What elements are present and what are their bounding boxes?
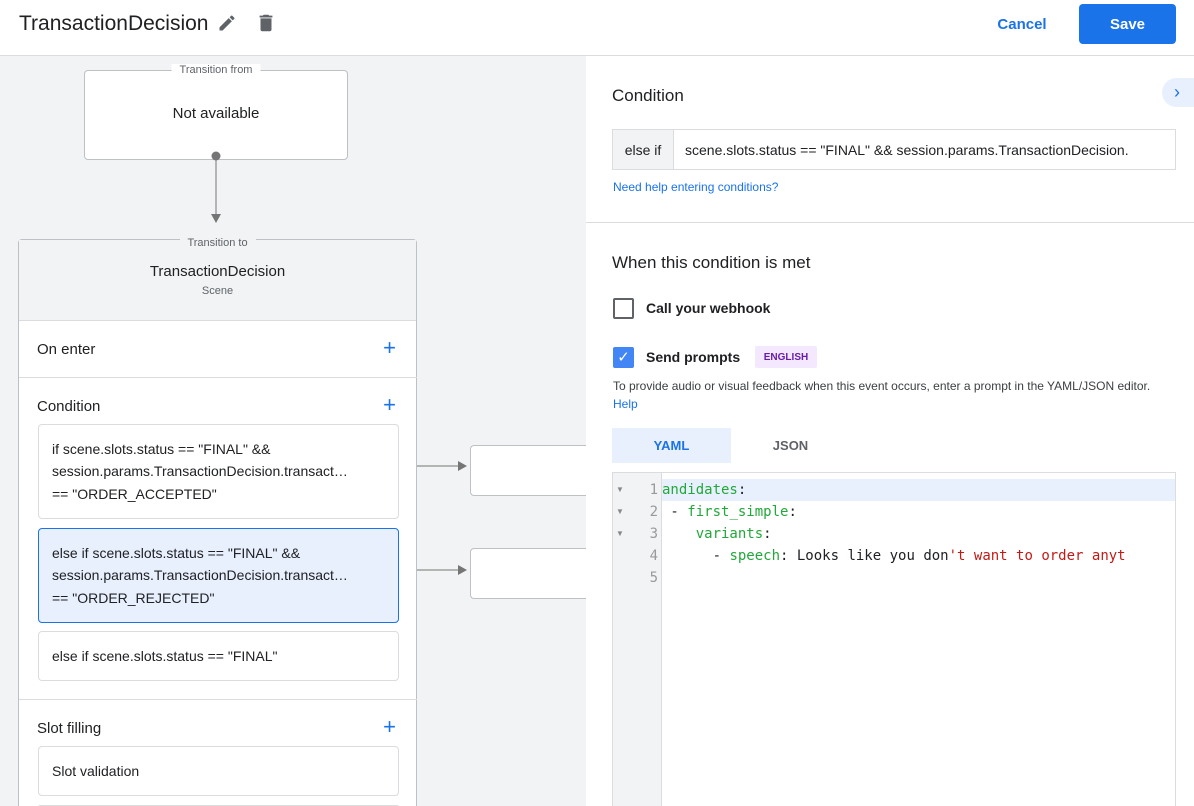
active-line-highlight [662,479,1175,501]
condition-text: session.params.TransactionDecision.trans… [52,567,348,584]
condition-title: Condition [37,398,101,415]
prompt-description: To provide audio or visual feedback when… [613,377,1173,413]
page-title: TransactionDecision [19,12,209,35]
prompt-description-text: To provide audio or visual feedback when… [613,379,1151,393]
prompts-label: Send prompts [646,349,741,365]
help-link[interactable]: Need help entering conditions? [613,180,779,194]
arrow-head [458,461,467,471]
target-box[interactable] [470,445,586,496]
scene-name: TransactionDecision [149,263,286,280]
webhook-checkbox[interactable] [613,298,634,319]
tab-json[interactable]: JSON [772,438,809,453]
condition-heading: Condition [612,86,684,105]
condition-expression[interactable]: scene.slots.status == "FINAL" && session… [685,141,1129,158]
condition-text: else if scene.slots.status == "FINAL" && [52,544,301,561]
condition-text: == "ORDER_ACCEPTED" [52,485,217,502]
condition-text: == "ORDER_REJECTED" [52,589,215,606]
condition-item-selected[interactable]: else if scene.slots.status == "FINAL" &&… [38,528,399,623]
code-content[interactable]: andidates: - first_simple: variants: - s… [662,482,1126,564]
cancel-button[interactable]: Cancel [997,15,1047,33]
slot-validation-label: Slot validation [52,762,140,779]
condition-text: else if scene.slots.status == "FINAL" [52,647,278,664]
met-heading: When this condition is met [612,253,811,272]
condition-text: if scene.slots.status == "FINAL" && [52,440,271,457]
on-enter-title: On enter [37,341,96,358]
fold-arrow-icons[interactable]: ▼▼▼ [616,485,624,538]
language-badge: ENGLISH [755,346,817,368]
top-bar: TransactionDecision Cancel Save [0,0,1194,56]
scene-header: Transition to TransactionDecision Scene [19,237,416,321]
trash-icon[interactable] [255,12,277,34]
prompts-checkbox[interactable]: ✓ [613,347,634,368]
webhook-label: Call your webhook [646,300,771,316]
target-box[interactable] [470,548,586,599]
help-link[interactable]: Help [613,397,638,411]
editor-gutter [613,473,662,806]
add-condition-icon[interactable]: + [383,392,396,417]
divider [19,377,417,378]
scene-type: Scene [201,285,234,297]
flow-canvas: Transition from Not available Transition… [0,56,586,806]
transition-from-legend: Transition from [171,64,261,76]
arrow-head [458,565,467,575]
divider [19,699,417,700]
slot-validation-item[interactable]: Slot validation [38,746,399,796]
slot-filling-title: Slot filling [37,720,102,737]
tab-yaml[interactable]: YAML [612,428,731,463]
condition-input[interactable]: else if scene.slots.status == "FINAL" &&… [612,129,1176,170]
transition-from-value: Not available [172,105,260,122]
condition-item[interactable]: if scene.slots.status == "FINAL" && sessi… [38,424,399,519]
transition-from-box: Transition from Not available [84,64,348,160]
condition-text: session.params.TransactionDecision.trans… [52,463,348,480]
divider [586,222,1194,223]
condition-panel: › Condition else if scene.slots.status =… [586,56,1194,806]
arrow-head [211,214,221,223]
scene-card: Transition to TransactionDecision Scene … [18,237,417,806]
save-button[interactable]: Save [1079,4,1176,44]
pencil-icon[interactable] [217,13,237,33]
transition-to-legend: Transition to [179,237,256,249]
condition-item[interactable]: else if scene.slots.status == "FINAL" [38,631,399,681]
add-slot-icon[interactable]: + [383,714,396,739]
add-on-enter-icon[interactable]: + [383,335,396,360]
chevron-right-icon[interactable]: › [1162,78,1194,107]
condition-prefix: else if [613,130,674,169]
